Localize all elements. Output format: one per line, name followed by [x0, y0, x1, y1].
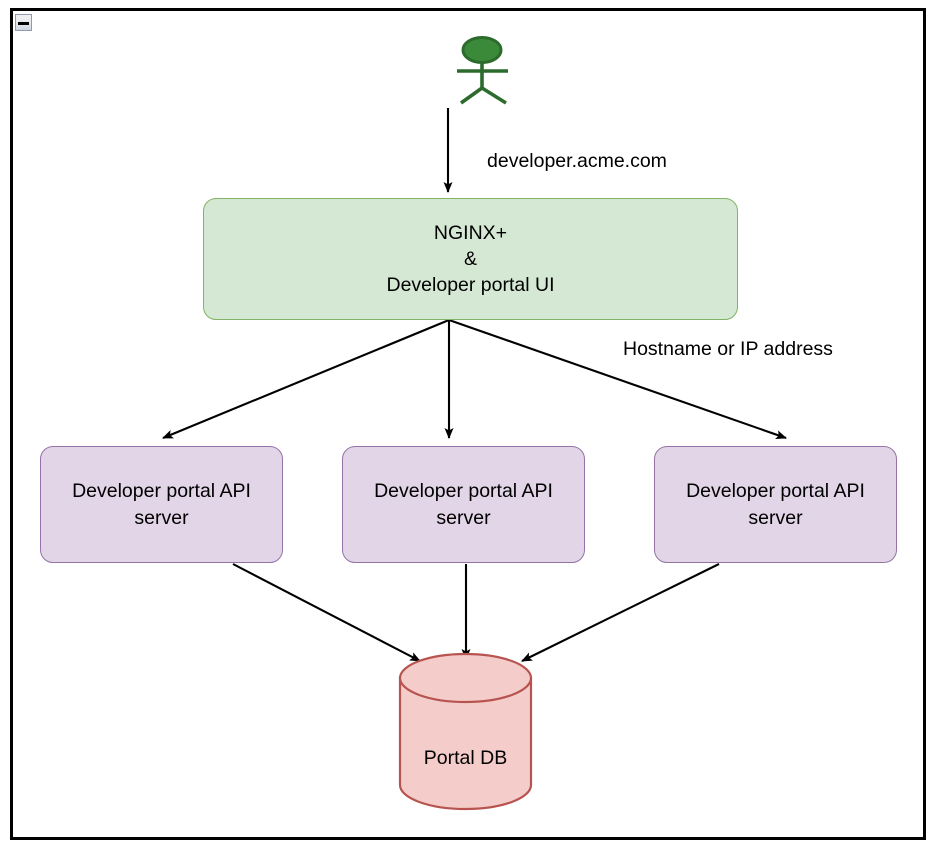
- edge-label-actor-to-gateway: developer.acme.com: [487, 150, 667, 172]
- nginx-developer-portal-ui-label: NGINX+ & Developer portal UI: [386, 221, 555, 297]
- nginx-developer-portal-ui-node[interactable]: NGINX+ & Developer portal UI: [203, 198, 738, 320]
- portal-db-shape[interactable]: [398, 652, 533, 811]
- edge-gateway-to-api-3[interactable]: [448, 319, 787, 439]
- edge-api-3-to-db[interactable]: [521, 563, 720, 662]
- edge-gateway-to-api-1[interactable]: [162, 319, 450, 439]
- edge-label-gateway-to-api: Hostname or IP address: [623, 338, 833, 360]
- developer-portal-api-server-2-node[interactable]: Developer portal API server: [342, 446, 585, 563]
- developer-portal-api-server-3-node[interactable]: Developer portal API server: [654, 446, 897, 563]
- developer-portal-api-server-1-label: Developer portal API server: [72, 480, 251, 529]
- developer-portal-api-server-2-label: Developer portal API server: [374, 480, 553, 529]
- developer-portal-api-server-1-node[interactable]: Developer portal API server: [40, 446, 283, 563]
- collapse-toggle-button[interactable]: [15, 14, 32, 31]
- edge-api-1-to-db[interactable]: [232, 563, 421, 662]
- developer-portal-api-server-3-label: Developer portal API server: [686, 480, 865, 529]
- portal-db-label: Portal DB: [423, 747, 508, 769]
- user-actor-icon: [457, 36, 508, 105]
- minus-icon: [18, 22, 29, 25]
